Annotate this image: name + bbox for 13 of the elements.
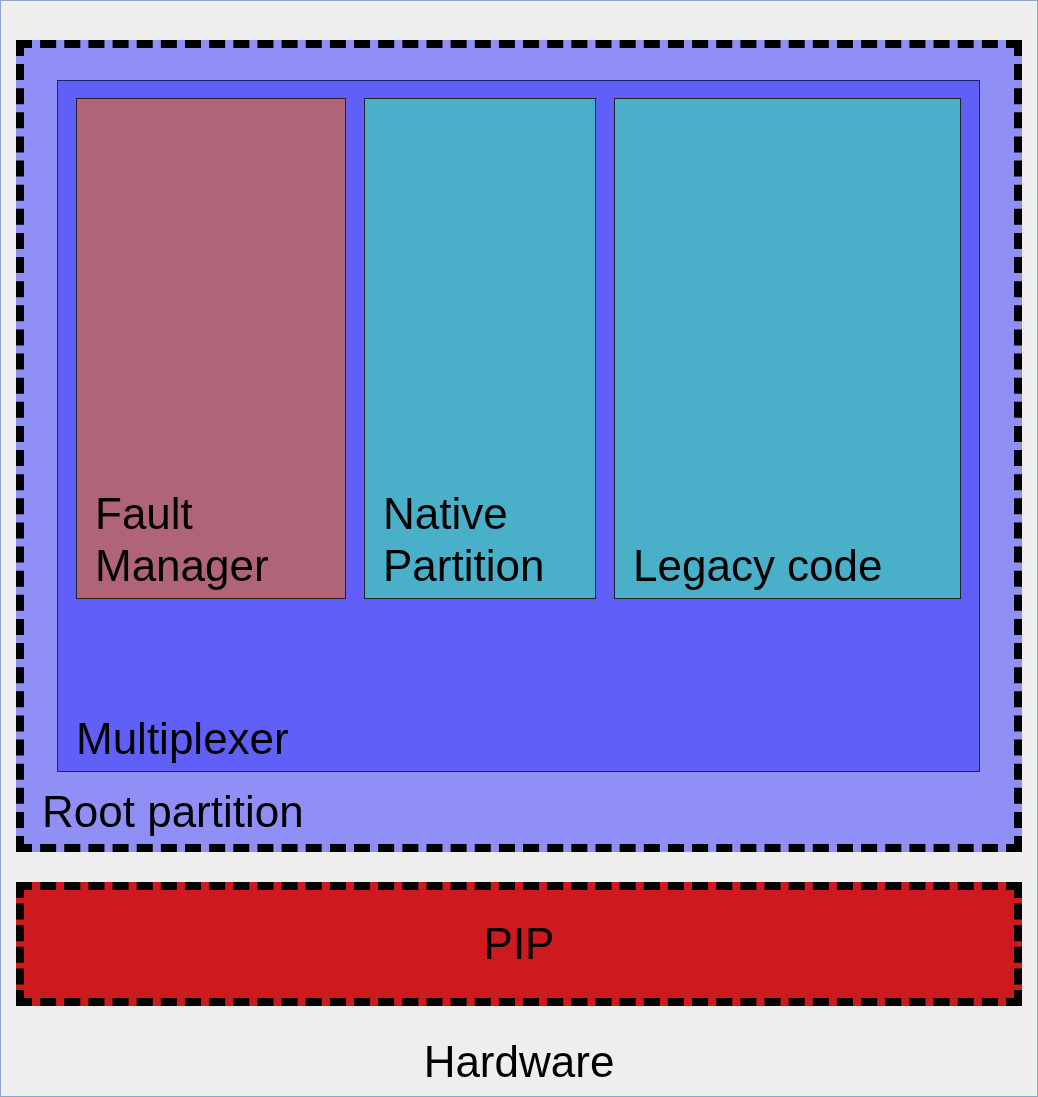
multiplexer-label: Multiplexer [76, 713, 289, 765]
partition-box [76, 98, 346, 599]
partition-label: Fault Manager [95, 488, 270, 592]
partition-label: Root partition [42, 786, 304, 838]
partition-box [614, 98, 961, 599]
partition-label: Native Partition [383, 488, 546, 592]
partition-box [364, 98, 596, 599]
kernel-box [16, 882, 1022, 1006]
panel-title: Hardware [423, 1036, 615, 1088]
kernel-label: PIP [483, 918, 555, 970]
partition-box [16, 40, 1022, 852]
multiplexer-box [57, 80, 980, 772]
partition-label: Legacy code [633, 540, 883, 592]
